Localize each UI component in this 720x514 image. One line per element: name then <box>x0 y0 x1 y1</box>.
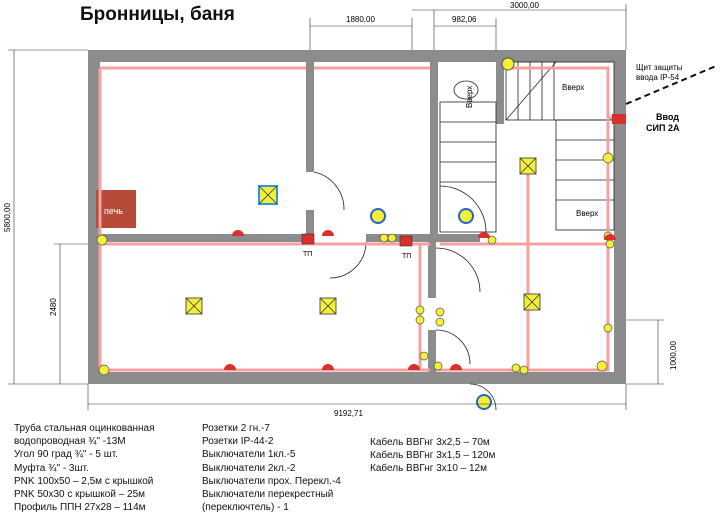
lamp-blue-1 <box>370 208 386 224</box>
tp-label-1: ТП <box>303 251 312 258</box>
wall-inner-2 <box>430 62 438 234</box>
legend-item: Кабель ВВГнг 3x2,5 – 70м <box>370 437 490 448</box>
wall-partition-right <box>436 234 480 242</box>
up-label-2: Вверх <box>576 209 598 218</box>
dim-top-mid: 982,06 <box>452 15 477 24</box>
dim-right-lower: 1000,00 <box>669 341 678 370</box>
lamp-stairs <box>519 157 537 175</box>
legend-item: Выключатели 2кл.-2 <box>202 462 296 474</box>
legend-item: Выключатели перекрестный <box>202 489 334 501</box>
input-label-1: Ввод <box>656 112 679 122</box>
up-label-3: Вверх <box>465 86 474 108</box>
wall-left <box>88 50 100 382</box>
legend-item: Кабель ВВГнг 3x10 – 12м <box>370 463 487 475</box>
toilet <box>453 80 479 100</box>
stairs <box>439 61 615 233</box>
up-label-1: Вверх <box>562 83 584 92</box>
floor-plan: печь <box>3 1 717 418</box>
lamp-blue-2 <box>458 208 474 224</box>
protection-panel <box>612 114 626 124</box>
panel-label-1: Щит защиты <box>636 63 683 72</box>
sockets <box>224 230 616 370</box>
dim-top-right: 3000,00 <box>510 1 539 10</box>
legend-item: Труба стальная оцинкованная <box>14 423 155 434</box>
legend-item: PNK 50x30 с крышкой – 25м <box>14 489 146 501</box>
legend-item: PNK 100x50 – 2,5м с крышкой <box>14 475 154 487</box>
doors <box>313 171 497 411</box>
ceiling-lamps <box>185 57 541 410</box>
legend-item: Выключатели прох. Перекл.-4 <box>202 475 341 487</box>
legend-item: Угол 90 град ¾" - 5 шт. <box>14 449 118 461</box>
legend-item: (переключтель) - 1 <box>202 502 289 514</box>
switches <box>96 152 615 376</box>
legend-devices: Розетки 2 гн.-7 Розетки IP-44-2 Выключат… <box>202 422 341 514</box>
legend-cables: Кабель ВВГнг 3x2,5 – 70м Кабель ВВГнг 3x… <box>370 436 495 476</box>
wall-top-right <box>412 50 626 62</box>
wall-partition-left <box>100 234 310 242</box>
panel-label-2: ввода IP-54 <box>636 73 680 82</box>
legend-item: Розетки 2 гн.-7 <box>202 423 270 434</box>
wall-inner-1 <box>306 62 314 172</box>
stove-label: печь <box>104 206 123 216</box>
dim-bottom: 9192,71 <box>334 409 363 418</box>
legend-item: водопроводная ¾" -13М <box>14 436 126 448</box>
lamp-sauna <box>258 185 278 205</box>
cable-routes <box>98 66 626 372</box>
wall-inner-3 <box>496 62 504 124</box>
legend-item: Выключатели 1кл.-5 <box>202 449 296 461</box>
lamp-porch <box>476 394 492 410</box>
wall-bottom <box>88 372 626 384</box>
legend-item: Розетки IP-44-2 <box>202 436 274 448</box>
wall-lower-1 <box>428 242 436 298</box>
legend-item: Профиль ППН 27x28 – 114м <box>14 502 146 514</box>
lamp-hall <box>523 293 541 311</box>
dimension-lines <box>8 4 664 410</box>
walls <box>88 50 626 384</box>
page-title: Бронницы, баня <box>80 4 235 25</box>
dim-left-lower: 2480 <box>49 298 58 316</box>
legend-materials: Труба стальная оцинкованная водопроводна… <box>14 422 155 514</box>
tp-label-2: ТП <box>402 253 411 260</box>
lamp-wc <box>501 57 515 71</box>
wall-lower-1b <box>428 330 436 372</box>
legend-item: Кабель ВВГнг 3x1,5 – 120м <box>370 450 496 462</box>
dim-left-full: 5800,00 <box>3 203 12 232</box>
lamp-room-1 <box>185 297 203 315</box>
wall-inner-1b <box>306 210 314 234</box>
dim-top-left: 1880,00 <box>346 15 375 24</box>
legend-item: Муфта ¾" - 3шт. <box>14 462 89 474</box>
lamp-room-2 <box>319 297 337 315</box>
input-cable <box>625 65 717 105</box>
wall-top-left <box>88 50 412 62</box>
input-label-2: СИП 2А <box>646 123 680 133</box>
stove <box>96 190 136 228</box>
wall-right <box>614 50 626 384</box>
